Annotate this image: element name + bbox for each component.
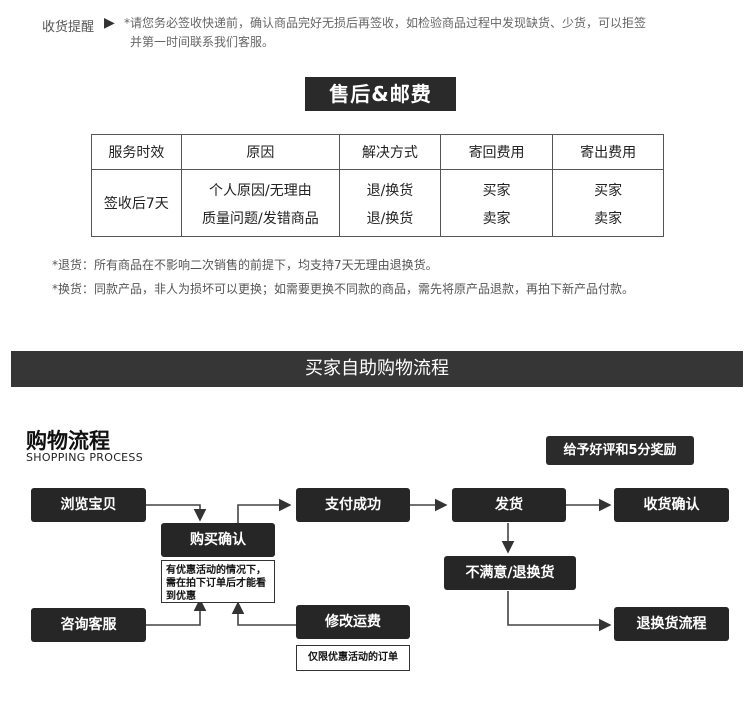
solution-cell: 退/换货 [339, 169, 441, 204]
ship-fee-cell: 卖家 [552, 204, 664, 237]
step-modify: 修改运费 [296, 605, 410, 639]
exchange-note: *换货：同款产品，非人为损坏可以更换；如需要更换不同款的商品，需先将原产品退款，… [52, 282, 635, 296]
notice-line-2: 并第一时间联系我们客服。 [130, 35, 275, 49]
notice-line-1: *请您务必签收快递前，确认商品完好无损后再签收，如检验商品过程中发现缺货、少货，… [124, 16, 647, 30]
notice-label: 收货提醒 [42, 20, 95, 35]
confirm-note: 有优惠活动的情况下，需在拍下订单后才能看到优惠 [161, 560, 275, 603]
period-cell: 签收后7天 [91, 169, 182, 237]
table-row: 质量问题/发错商品 退/换货 卖家 卖家 [92, 204, 664, 237]
step-pay: 支付成功 [296, 488, 410, 522]
ship-fee-cell: 买家 [552, 169, 664, 204]
process-title: 购物流程 [26, 429, 110, 453]
header-return-fee: 寄回费用 [439, 134, 554, 170]
step-confirm: 购买确认 [161, 523, 275, 557]
step-browse: 浏览宝贝 [31, 488, 146, 522]
header-ship-fee: 寄出费用 [552, 134, 664, 170]
step-ship: 发货 [452, 488, 566, 522]
return-note: *退货：所有商品在不影响二次销售的前提下，均支持7天无理由退换货。 [52, 258, 438, 272]
modify-note: 仅限优惠活动的订单 [296, 645, 410, 671]
after-sales-table: 服务时效 原因 解决方式 寄回费用 寄出费用 签收后7天 个人原因/无理由 退/… [91, 134, 664, 237]
process-bar: 买家自助购物流程 [11, 351, 743, 387]
step-consult: 咨询客服 [31, 608, 146, 642]
table-header-row: 服务时效 原因 解决方式 寄回费用 寄出费用 [91, 134, 664, 170]
reason-cell: 个人原因/无理由 [180, 169, 341, 204]
return-fee-cell: 买家 [439, 169, 554, 204]
step-receive: 收货确认 [614, 488, 729, 522]
header-period: 服务时效 [91, 134, 182, 170]
return-fee-cell: 卖家 [439, 204, 554, 237]
header-reason: 原因 [180, 134, 341, 170]
notice-text: *请您务必签收快递前，确认商品完好无损后再签收，如检验商品过程中发现缺货、少货，… [124, 14, 724, 52]
process-subtitle: SHOPPING PROCESS [26, 451, 144, 464]
reason-cell: 质量问题/发错商品 [180, 204, 341, 237]
step-return-flow: 退换货流程 [614, 607, 729, 641]
table-row: 签收后7天 个人原因/无理由 退/换货 买家 买家 [91, 169, 664, 237]
after-sales-banner: 售后&邮费 [305, 77, 456, 111]
solution-cell: 退/换货 [339, 204, 441, 237]
header-solution: 解决方式 [339, 134, 441, 170]
reward-badge: 给予好评和5分奖励 [546, 436, 694, 465]
play-arrow-icon: ▶ [104, 15, 115, 31]
step-unsatisfied: 不满意/退换货 [444, 556, 576, 590]
